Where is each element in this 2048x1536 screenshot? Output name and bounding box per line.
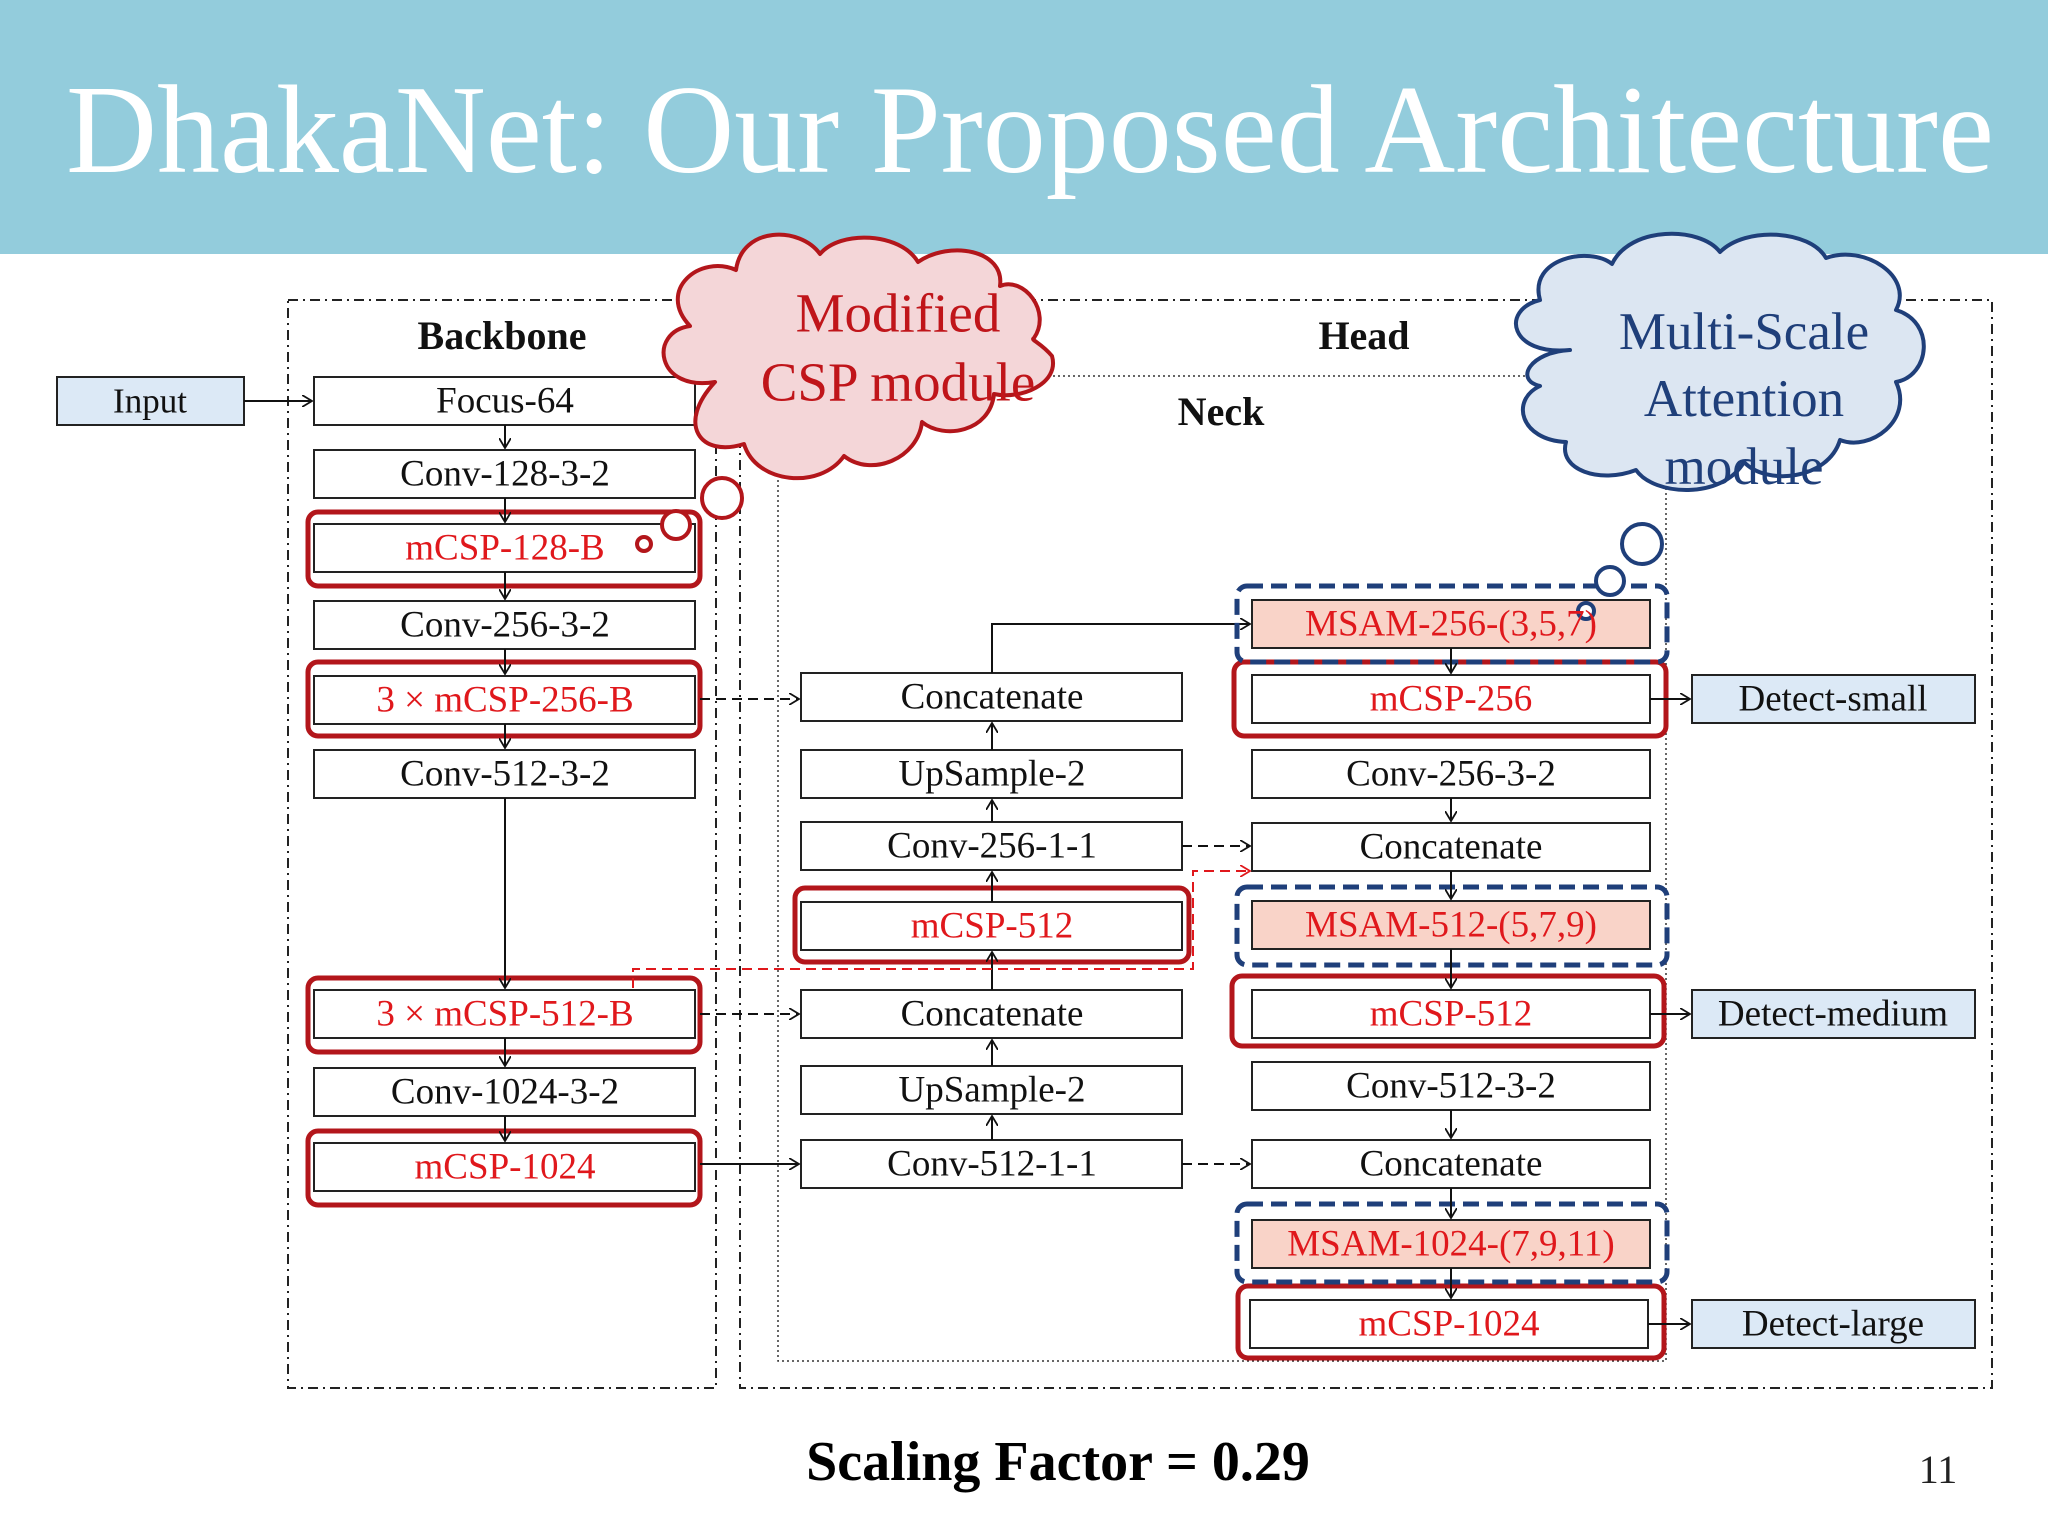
csp-cloud-bubbles: [635, 476, 744, 553]
red-skip-connection: [632, 871, 1250, 988]
backbone-boxes: [313, 376, 696, 1192]
head-block-msam: MSAM-512-(5,7,9): [1305, 904, 1597, 946]
backbone-block: Conv-512-3-2: [400, 753, 610, 795]
backbone-heading: Backbone: [417, 313, 587, 358]
page-number: 11: [1918, 1447, 1958, 1492]
input-label: Input: [113, 381, 187, 421]
msam-callout-line2: Attention: [1643, 370, 1845, 429]
backbone-block-mcsp: mCSP-1024: [414, 1146, 596, 1188]
title-banner: [0, 0, 2048, 254]
csp-cloud: [661, 232, 1056, 481]
input-box: [56, 376, 245, 426]
neck-block: Conv-256-1-1: [887, 825, 1097, 867]
cross-connections: [700, 699, 1250, 1164]
head-block-msam: MSAM-1024-(7,9,11): [1287, 1223, 1615, 1265]
csp-callout-line1: Modified: [795, 282, 1001, 344]
msam-cloud-bubbles: [1576, 522, 1664, 621]
msam-cloud: [1514, 231, 1926, 492]
head-frame: [739, 299, 1993, 1389]
neck-heading: Neck: [1177, 389, 1265, 434]
neck-block-mcsp: mCSP-512: [910, 905, 1074, 947]
backbone-frame: [287, 299, 717, 1389]
head-block-msam: MSAM-256-(3,5,7): [1305, 603, 1597, 645]
head-heading: Head: [1318, 313, 1410, 358]
head-block: Concatenate: [1359, 1143, 1543, 1185]
output-detect-large: Detect-large: [1741, 1303, 1925, 1345]
output-detect-medium: Detect-medium: [1717, 993, 1949, 1035]
neck-block: UpSample-2: [898, 753, 1086, 795]
neck-boxes: [800, 672, 1183, 1189]
output-detect-small: Detect-small: [1738, 678, 1928, 720]
head-block: Concatenate: [1359, 826, 1543, 868]
head-block: Conv-512-3-2: [1346, 1065, 1556, 1107]
head-boxes: [1249, 599, 1651, 1349]
slide-title: DhakaNet: Our Proposed Architecture: [66, 61, 1994, 200]
neck-block: Conv-512-1-1: [887, 1143, 1097, 1185]
backbone-block-mcsp: 3 × mCSP-256-B: [376, 679, 634, 721]
head-block: Conv-256-3-2: [1346, 753, 1556, 795]
csp-callout-text: Modified CSP module: [761, 279, 1036, 417]
neck-block: UpSample-2: [898, 1069, 1086, 1111]
neck-arrows: [992, 624, 1250, 1140]
backbone-block: Conv-256-3-2: [400, 604, 610, 646]
neck-block: Concatenate: [900, 676, 1084, 718]
csp-callout-line2: CSP module: [760, 351, 1036, 412]
backbone-block: Conv-128-3-2: [400, 453, 610, 495]
head-block-mcsp: mCSP-512: [1369, 993, 1533, 1035]
neck-frame: [777, 375, 1667, 1362]
backbone-block-mcsp: mCSP-128-B: [405, 527, 605, 569]
msam-callout-line3: module: [1664, 437, 1824, 496]
msam-callout-text: Multi-Scale Attention module: [1619, 299, 1869, 501]
backbone-block-mcsp: 3 × mCSP-512-B: [376, 993, 634, 1035]
head-block-mcsp: mCSP-1024: [1358, 1303, 1540, 1345]
msam-callout-line1: Multi-Scale: [1618, 303, 1870, 362]
neck-block: Concatenate: [900, 993, 1084, 1035]
backbone-block: Focus-64: [436, 380, 574, 422]
backbone-block: Conv-1024-3-2: [390, 1071, 620, 1113]
scaling-factor: Scaling Factor = 0.29: [806, 1431, 1310, 1493]
output-boxes: [1691, 674, 1976, 1349]
head-block-mcsp: mCSP-256: [1369, 678, 1533, 720]
